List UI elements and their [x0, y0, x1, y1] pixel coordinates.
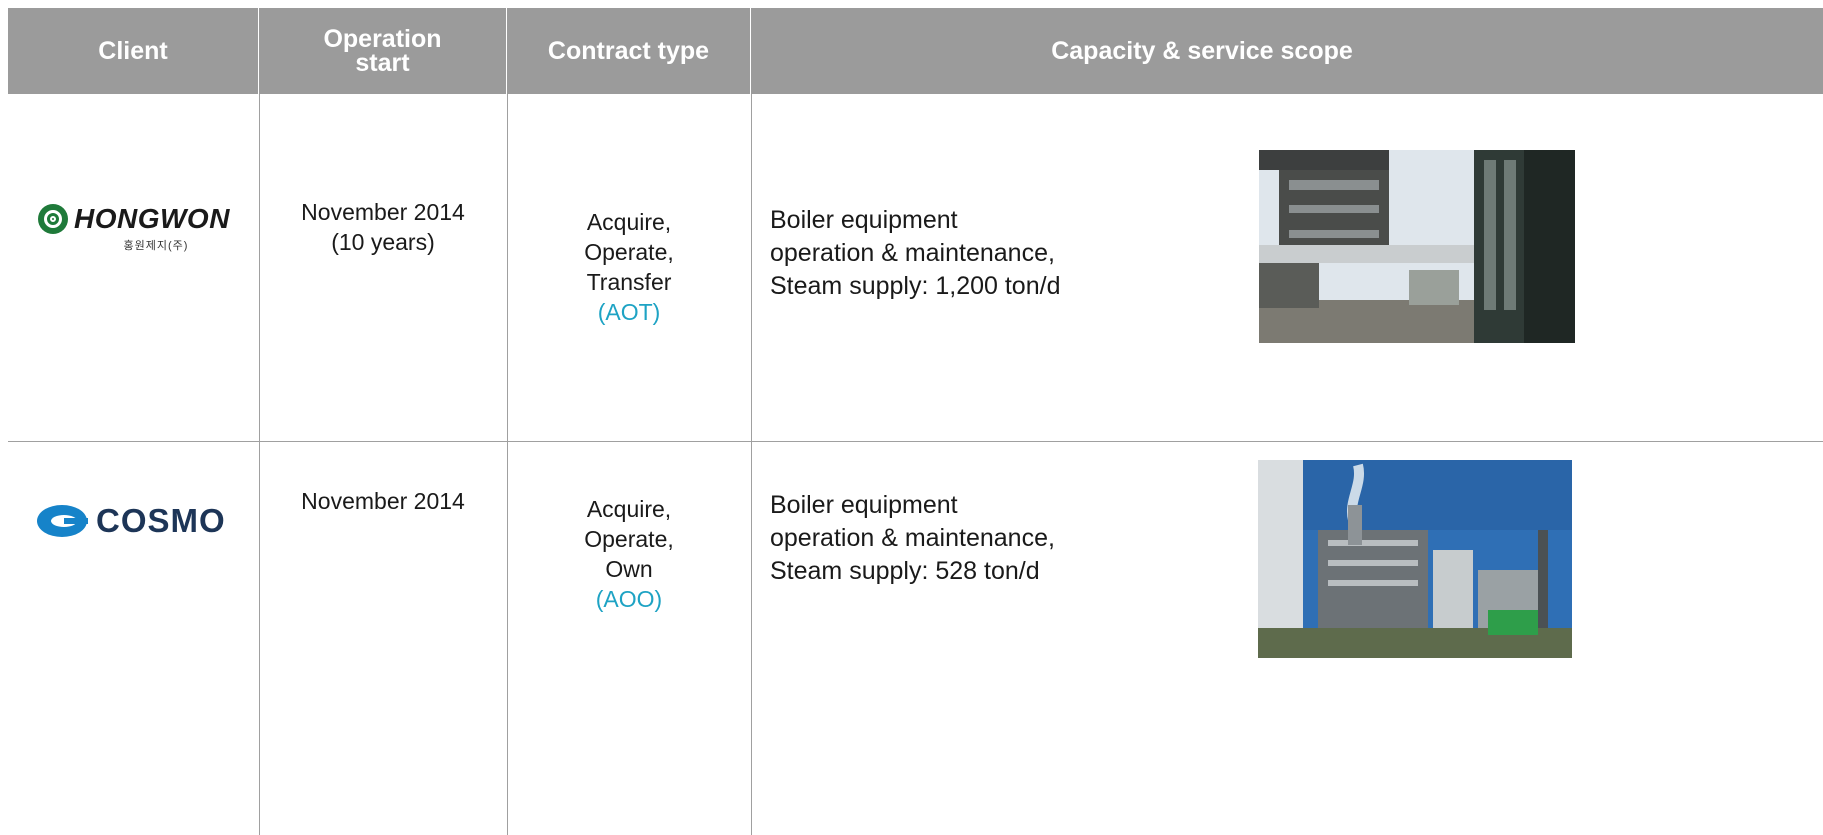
header-client-label: Client [98, 37, 168, 65]
row1-scope-line: Boiler equipment [770, 206, 958, 234]
row2-contract-abbr: (AOO) [595, 586, 663, 612]
header-contract-type: Contract type [507, 8, 751, 94]
header-scope-label: Capacity & service scope [1051, 37, 1353, 65]
header-client: Client [8, 8, 259, 94]
header-contract-type-label: Contract type [547, 37, 710, 65]
row2-contract-line: Acquire, [586, 496, 672, 522]
row1-contract-abbr: (AOT) [597, 299, 661, 325]
row2-contract-line: Own [605, 556, 653, 582]
row1-scope-line: operation & maintenance, [770, 239, 1055, 267]
hongwon-logo-subtitle: 홍원제지(주) [123, 240, 189, 252]
row1-operation-start: November 2014 (10 years) [259, 197, 507, 257]
boiler-plant-photo-2 [1258, 460, 1572, 658]
row2-scope: Boiler equipment operation & maintenance… [770, 489, 1055, 588]
row2-contract-line: Operate, [584, 526, 674, 552]
header-operation-start-label: Operation start [323, 25, 442, 77]
row1-contract-line: Transfer [586, 269, 672, 295]
row-divider [8, 441, 1823, 442]
boiler-plant-photo-1 [1259, 150, 1575, 343]
header-scope: Capacity & service scope [751, 8, 1823, 94]
table-header: Client Operation start Contract type Cap… [8, 8, 1823, 94]
row2-scope-line: Steam supply: 528 ton/d [770, 557, 1040, 585]
row2-contract-type: Acquire, Operate, Own (AOO) [507, 494, 751, 614]
header-operation-start: Operation start [259, 8, 507, 94]
cosmo-logo: COSMO [36, 502, 226, 540]
row1-contract-line: Acquire, [586, 209, 672, 235]
hongwon-logo-text: HONGWON [74, 203, 230, 234]
row2-operation-start-date: November 2014 [301, 488, 465, 514]
row2-operation-start: November 2014 [259, 486, 507, 516]
cosmo-logo-text: COSMO [96, 502, 226, 539]
row1-scope-line: Steam supply: 1,200 ton/d [770, 272, 1061, 300]
row1-scope: Boiler equipment operation & maintenance… [770, 204, 1060, 303]
row1-contract-line: Operate, [584, 239, 674, 265]
row1-contract-type: Acquire, Operate, Transfer (AOT) [507, 207, 751, 327]
hongwon-logo-icon [38, 204, 68, 234]
row2-scope-line: Boiler equipment [770, 491, 958, 519]
grid-line [751, 94, 752, 835]
row1-operation-start-date: November 2014 [301, 199, 465, 225]
grid-line [259, 94, 260, 835]
hongwon-logo: HONGWON 홍원제지(주) [38, 203, 238, 253]
row1-operation-start-duration: (10 years) [331, 229, 435, 255]
row2-scope-line: operation & maintenance, [770, 524, 1055, 552]
grid-line [507, 94, 508, 835]
cosmo-logo-icon [37, 505, 88, 537]
